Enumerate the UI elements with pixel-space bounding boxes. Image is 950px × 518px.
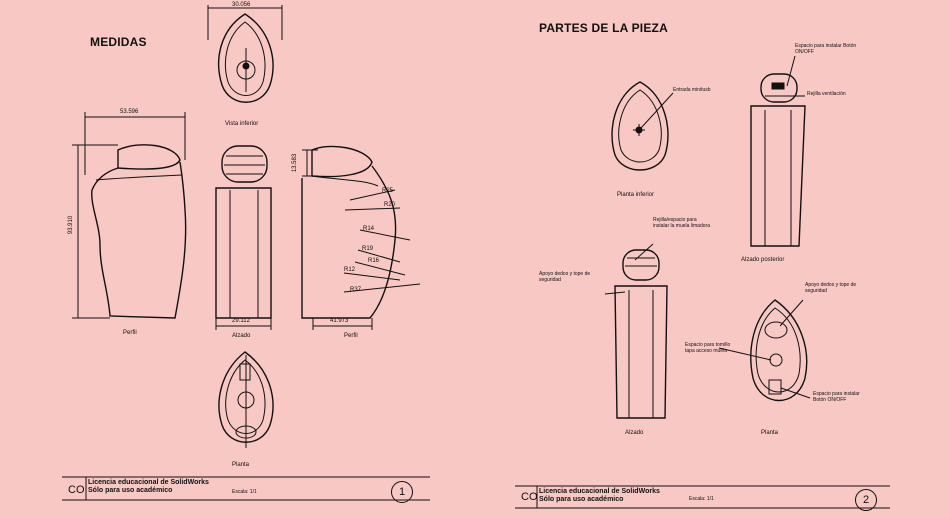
dim-r37: R37	[350, 287, 362, 293]
dim-profile-height: 93.910	[68, 215, 75, 235]
planta-drawing-2	[718, 299, 811, 402]
note-finger-support: Apoyo dedos y tope de seguridad	[539, 271, 591, 283]
solidworks-logo-2: CO	[521, 491, 538, 503]
dim-profile2-width: 41.973	[330, 318, 349, 324]
license-line-1-2: Licencia educacional de SolidWorks	[539, 488, 660, 495]
perfil-drawing	[72, 112, 187, 319]
note-finger-support-plan: Apoyo dedos y tope de seguridad	[805, 282, 857, 294]
view-label-vista-inferior: Vista inferior	[225, 121, 259, 127]
dim-r14: R14	[363, 226, 375, 232]
license-line-2-2: Sólo para uso académico	[539, 496, 624, 503]
alzado-posterior-drawing	[750, 55, 806, 247]
view-label-planta: Planta	[232, 462, 250, 468]
vista-inferior-drawing	[207, 5, 283, 103]
view-label-alzado-posterior: Alzado posterior	[741, 257, 785, 263]
dim-r25: R25	[382, 188, 394, 194]
note-ventilation: Rejilla ventilación	[807, 91, 846, 97]
page-number-2: 2	[855, 489, 877, 511]
view-label-planta-2: Planta	[761, 430, 779, 436]
sheet-1-drawing	[62, 5, 430, 501]
note-on-off-space-rear: Espacio para instalar Botón ON/OFF	[795, 43, 857, 55]
scale-label: Escala: 1/1	[232, 489, 257, 495]
note-on-off-space-plan: Espacio para instalar Botón ON/OFF	[813, 391, 860, 403]
scale-label-2: Escala: 1/1	[689, 496, 714, 502]
dim-top-width: 30.056	[232, 2, 251, 8]
license-line-2: Sólo para uso académico	[88, 487, 173, 494]
license-line-1: Licencia educacional de SolidWorks	[88, 479, 209, 486]
page-title-2: PARTES DE LA PIEZA	[539, 21, 668, 35]
view-label-alzado-2: Alzado	[625, 430, 644, 436]
page-number: 1	[391, 481, 413, 503]
dim-r19: R19	[362, 246, 374, 252]
dim-r20: R20	[384, 202, 396, 208]
sheet-2-drawing	[515, 55, 890, 509]
note-usb-input: Entrada minitusb	[673, 87, 711, 93]
view-label-perfil: Perfil	[123, 330, 137, 336]
view-label-perfil-2: Perfil	[344, 333, 358, 339]
sheet-2: PARTES DE LA PIEZA Entrada minitusb Plan…	[475, 0, 950, 518]
note-screw-space: Espacio para tornillo tapa acceso muela	[685, 342, 731, 354]
page-title: MEDIDAS	[90, 35, 147, 49]
note-grille-space: Rejilla/espacio para instalar la muela l…	[653, 217, 710, 229]
perfil-2-drawing	[301, 145, 421, 330]
dim-r16: R16	[368, 258, 380, 264]
view-label-alzado: Alzado	[232, 333, 251, 339]
sheet-1: MEDIDAS 30.056 Vista inferior 53.596 93.…	[62, 2, 430, 503]
alzado-drawing	[215, 145, 272, 330]
solidworks-logo: CO	[68, 484, 85, 496]
dim-profile2-small: 13.583	[292, 153, 299, 173]
alzado-drawing-2	[604, 243, 668, 419]
dim-profile-width: 53.596	[120, 109, 139, 115]
dim-elevation-width: 29.112	[232, 318, 250, 324]
dim-r12: R12	[344, 267, 356, 273]
planta-drawing	[218, 351, 274, 448]
planta-inferior-drawing	[611, 81, 674, 171]
view-label-planta-inferior: Planta inferior	[617, 192, 655, 198]
